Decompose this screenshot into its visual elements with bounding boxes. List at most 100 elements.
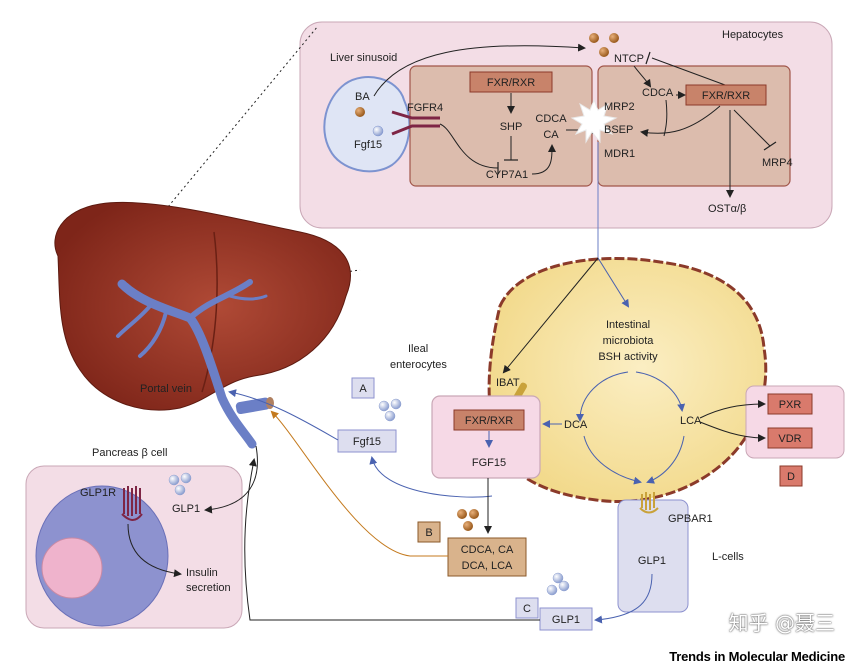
fxr-to-mrp4-line xyxy=(733,109,771,147)
glp1-to-portal-arrow xyxy=(244,458,540,621)
label-b-box xyxy=(417,521,441,543)
ibat-label: IBAT xyxy=(496,377,520,389)
glp1-molecule-p-1 xyxy=(168,474,180,486)
glp1r-receptor xyxy=(121,486,143,521)
fgfr4-receptor xyxy=(391,110,440,136)
glp1-molecule-c-1 xyxy=(546,584,558,596)
label-a-box xyxy=(351,377,375,399)
lca-to-vdr-arrow xyxy=(699,421,766,442)
hepatocyte-panel: Liver sinusoid Hepatocytes BA Fgf15 FGFR… xyxy=(113,21,833,301)
glp1-molecule-p-3 xyxy=(174,484,186,496)
watermark: 知乎 @聂三 xyxy=(728,611,835,635)
ba-molecule-top-3 xyxy=(599,47,609,57)
ba-uptake-arrow xyxy=(373,43,586,97)
glp1-molecule-c-3 xyxy=(552,572,564,584)
bile-to-microbiota-arrow xyxy=(597,257,630,308)
cyp7a1-label: CYP7A1 xyxy=(486,169,528,181)
fxr-rxr-label-right: FXR/RXR xyxy=(702,90,750,102)
pancreas-glp1-label: GLP1 xyxy=(172,503,200,515)
mrp4-inhibit-bar xyxy=(763,141,777,151)
ntcp-to-cdca-arrow xyxy=(633,65,652,88)
lca-label: LCA xyxy=(680,415,702,427)
enterocyte-title-2: enterocytes xyxy=(390,359,447,371)
gpbar1-receptor xyxy=(639,492,659,514)
ca-label: CA xyxy=(543,129,559,141)
acids-line-1: CDCA, CA xyxy=(461,544,514,556)
bsep-label: BSEP xyxy=(604,124,633,136)
ba-label: BA xyxy=(355,91,370,103)
lca-to-gpbar1-arrow xyxy=(646,435,685,484)
fgfr4-label: FGFR4 xyxy=(407,102,443,114)
fxr-rxr-enterocyte-label: FXR/RXR xyxy=(465,415,513,427)
dca-to-gpbar1-arrow xyxy=(583,435,642,485)
fxr-rxr-label-left: FXR/RXR xyxy=(487,77,535,89)
zoom-line-top xyxy=(113,25,319,273)
mdr1-label: MDR1 xyxy=(604,148,635,160)
bile-to-ibat-arrow xyxy=(502,257,599,374)
cycle-arrow-left xyxy=(576,371,629,422)
gpbar1-label: GPBAR1 xyxy=(668,513,713,525)
ntcp-label: NTCP xyxy=(614,53,644,65)
fgfr4-to-cyp-line xyxy=(439,123,499,169)
pxr-box xyxy=(767,393,813,415)
enterocyte-title-1: Ileal xyxy=(408,343,428,355)
cycle-arrow-right xyxy=(635,371,686,412)
fgf15-enterocyte-label: FGF15 xyxy=(472,457,506,469)
fxr-rxr-box-right xyxy=(685,84,767,106)
mrp4-label: MRP4 xyxy=(762,157,793,169)
ostab-label: OSTα/β xyxy=(708,203,746,215)
glp1r-label: GLP1R xyxy=(80,487,116,499)
portal-vein xyxy=(116,279,274,449)
fgf15-label: Fgf15 xyxy=(354,139,382,151)
fgf15-secretion-arrow xyxy=(369,456,493,498)
ba-molecule-top-1 xyxy=(589,33,599,43)
pxr-label: PXR xyxy=(779,399,802,411)
portal-vein-label: Portal vein xyxy=(140,383,192,395)
fgf15-molecule-a-2 xyxy=(390,398,402,410)
cyp-to-ca-arrow xyxy=(531,144,556,175)
acids-to-portal-arrow xyxy=(270,410,448,557)
insulin-label-1: Insulin xyxy=(186,567,218,579)
liver-sinusoid-label: Liver sinusoid xyxy=(330,52,397,64)
label-b: B xyxy=(425,527,432,539)
label-c-box xyxy=(515,597,539,619)
ntcp-inhibit-bar xyxy=(645,51,651,65)
ba-molecule-b-2 xyxy=(469,509,479,519)
ba-molecule-top-2 xyxy=(609,33,619,43)
fgf15-box-label: Fgf15 xyxy=(353,436,381,448)
glp1-box-label: GLP1 xyxy=(552,614,580,626)
cdca-right-label: CDCA xyxy=(642,87,674,99)
lcell-glp1-arrow xyxy=(594,573,653,624)
dca-label: DCA xyxy=(564,419,588,431)
portal-to-pancreas-arrow xyxy=(204,445,258,514)
fgf15-molecule-a-3 xyxy=(384,410,396,422)
glp1-molecule-p-2 xyxy=(180,472,192,484)
fxr-rxr-box-enterocyte xyxy=(453,409,525,431)
pancreas-title: Pancreas β cell xyxy=(92,447,167,459)
vdr-label: VDR xyxy=(778,433,801,445)
hepatocytes-label: Hepatocytes xyxy=(722,29,784,41)
bile-acids-box xyxy=(447,537,527,577)
lcell-glp1-label: GLP1 xyxy=(638,555,666,567)
microbiota-label-3: BSH activity xyxy=(598,351,658,363)
shp-label: SHP xyxy=(500,121,523,133)
fgf15-molecule xyxy=(372,125,384,137)
bile-canaliculus xyxy=(570,98,618,144)
beta-cell-nucleus xyxy=(41,537,103,599)
fxr-to-bsep-arrow xyxy=(640,105,721,137)
microbiota-label-2: microbiota xyxy=(603,335,655,347)
fgf15-molecule-a-1 xyxy=(378,400,390,412)
label-d-box xyxy=(779,465,803,487)
ba-molecule-b-1 xyxy=(457,509,467,519)
lcells-label: L-cells xyxy=(712,551,744,563)
label-a: A xyxy=(359,383,367,395)
fxr-rxr-box-left xyxy=(469,71,553,93)
fgf15-box xyxy=(337,429,397,453)
lca-to-pxr-arrow xyxy=(699,400,766,419)
sinusoid-cell xyxy=(323,76,411,173)
cdca-label: CDCA xyxy=(535,113,567,125)
insulin-label-2: secretion xyxy=(186,582,231,594)
label-d: D xyxy=(787,471,795,483)
label-c: C xyxy=(523,603,531,615)
